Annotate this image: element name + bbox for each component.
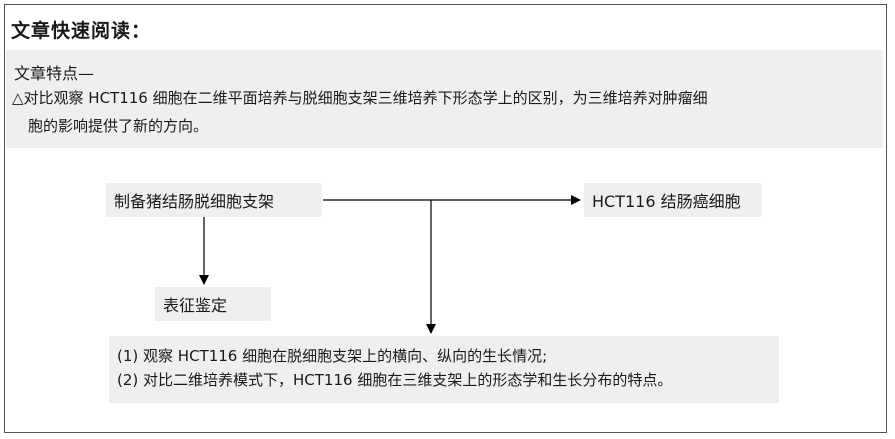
summary-box: 文章特点— △对比观察 HCT116 细胞在二维平面培养与脱细胞支架三维培养下形…	[6, 50, 883, 148]
section-heading: 文章快速阅读：	[11, 20, 152, 42]
flow-node-label: 表征鉴定	[163, 296, 228, 315]
flow-node-hct116-cells: HCT116 结肠癌细胞	[584, 183, 762, 217]
flow-node-observations: (1) 观察 HCT116 细胞在脱细胞支架上的横向、纵向的生长情况; (2) …	[109, 336, 779, 403]
flow-node-label: HCT116 结肠癌细胞	[592, 192, 741, 211]
observation-line-1: (1) 观察 HCT116 细胞在脱细胞支架上的横向、纵向的生长情况;	[117, 347, 548, 365]
flow-node-scaffold-prep: 制备猪结肠脱细胞支架	[106, 183, 322, 217]
summary-line-2: 胞的影响提供了新的方向。	[28, 117, 209, 135]
summary-title: 文章特点—	[14, 64, 95, 83]
flow-node-characterization: 表征鉴定	[155, 287, 271, 321]
summary-line-1: △对比观察 HCT116 细胞在二维平面培养与脱细胞支架三维培养下形态学上的区别…	[12, 89, 708, 107]
observation-line-2: (2) 对比二维培养模式下，HCT116 细胞在三维支架上的形态学和生长分布的特…	[117, 371, 673, 389]
content-frame	[4, 4, 887, 433]
flow-node-label: 制备猪结肠脱细胞支架	[114, 192, 275, 211]
